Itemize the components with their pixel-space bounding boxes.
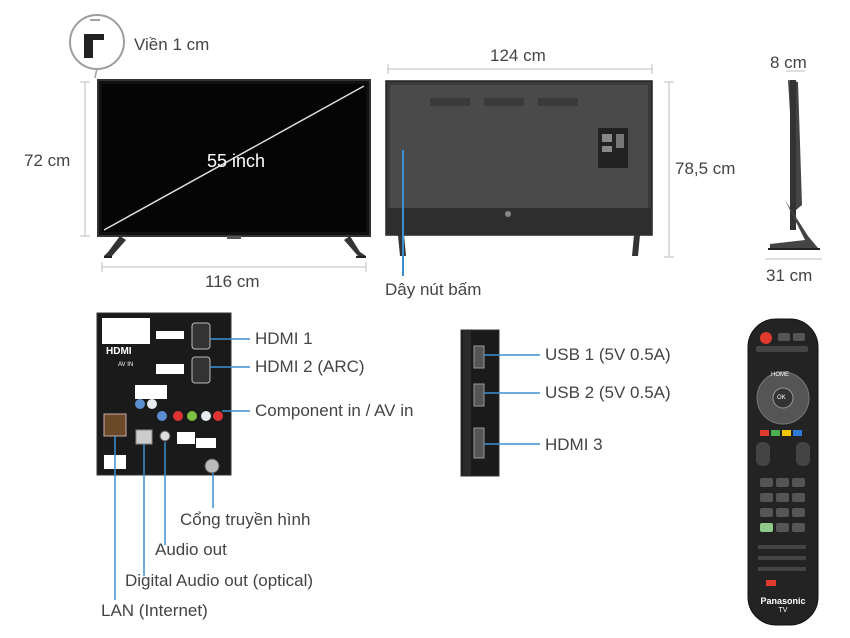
tv-back bbox=[385, 80, 653, 256]
antenna-label: Cổng truyền hình bbox=[180, 510, 311, 529]
component-label: Component in / AV in bbox=[255, 401, 414, 420]
height-label: 72 cm bbox=[24, 151, 71, 170]
side-port-panel bbox=[460, 329, 500, 477]
front-width-label: 116 cm bbox=[205, 272, 260, 291]
back-width-label: 124 cm bbox=[490, 46, 546, 65]
button-cable-label: Dây nút bấm bbox=[385, 280, 482, 299]
usb1-label: USB 1 (5V 0.5A) bbox=[545, 345, 671, 364]
depth-stand-label: 31 cm bbox=[766, 266, 813, 285]
hdmi-logo-text: HDMI bbox=[106, 346, 132, 357]
digital-audio-label: Digital Audio out (optical) bbox=[125, 571, 314, 590]
tv-front bbox=[97, 79, 371, 258]
back-port-panel bbox=[96, 312, 232, 476]
bezel-detail bbox=[69, 14, 125, 79]
bezel-label: Viền 1 cm bbox=[134, 35, 210, 54]
screen-size-label: 55 inch bbox=[207, 151, 266, 171]
remote-home-text: HOME bbox=[771, 372, 789, 378]
callout-lines bbox=[114, 338, 540, 600]
av-in-text: AV IN bbox=[118, 362, 134, 368]
remote-ok-text: OK bbox=[777, 395, 786, 401]
depth-top-label: 8 cm bbox=[770, 53, 807, 72]
usb2-label: USB 2 (5V 0.5A) bbox=[545, 383, 671, 402]
remote bbox=[747, 318, 819, 626]
remote-sub: TV bbox=[778, 607, 788, 614]
tv-side bbox=[768, 80, 820, 250]
lan-label: LAN (Internet) bbox=[101, 601, 208, 620]
hdmi2-label: HDMI 2 (ARC) bbox=[255, 357, 365, 376]
hdmi3-label: HDMI 3 bbox=[545, 435, 603, 454]
remote-brand: Panasonic bbox=[760, 596, 806, 606]
hdmi1-label: HDMI 1 bbox=[255, 329, 313, 348]
audio-out-label: Audio out bbox=[155, 540, 227, 559]
total-height-label: 78,5 cm bbox=[675, 159, 736, 178]
